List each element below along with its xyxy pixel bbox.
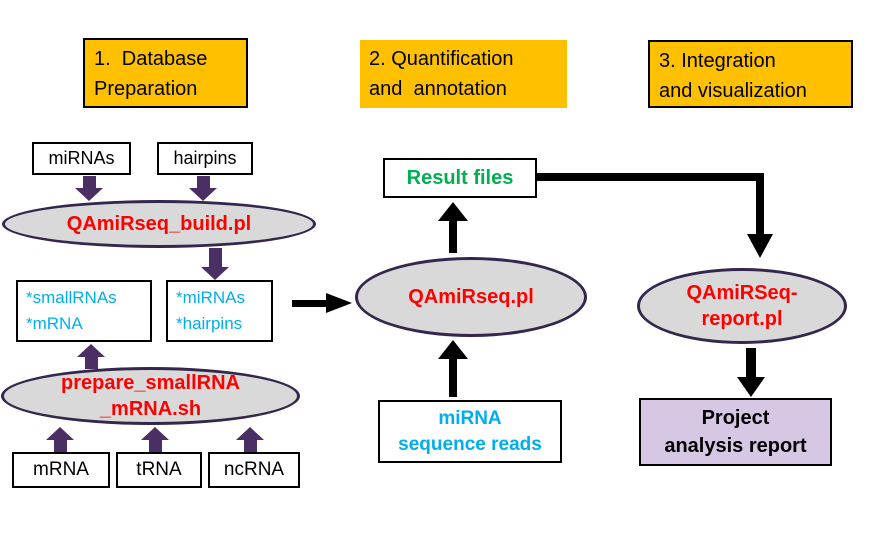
arrow-trna-to-prepare [141, 427, 169, 453]
arrow-shaft [196, 176, 210, 188]
arrow-ncrna-to-prepare [236, 427, 264, 453]
arrow-head [438, 202, 468, 221]
arrow-shaft [292, 299, 326, 307]
smallrna-mrna-output-box: *smallRNAs *mRNA [16, 280, 152, 342]
arrow-head [326, 293, 352, 313]
arrow-head [75, 188, 103, 201]
step3-header: 3. Integration and visualization [648, 40, 853, 108]
arrow-head [438, 340, 468, 359]
arrow-shaft [208, 248, 222, 267]
arrow-qamirseq-to-results [438, 202, 468, 253]
mirna-reads-input-box: miRNA sequence reads [378, 400, 562, 463]
arrow-mrna-to-prepare [46, 427, 74, 453]
step1-header: 1. Database Preparation [83, 38, 248, 108]
connector-results-to-report-vertical [756, 173, 764, 235]
arrow-head [737, 377, 765, 397]
arrow-shaft [746, 348, 756, 377]
report-script-node: QAmiRSeq- report.pl [637, 268, 847, 344]
arrow-head [189, 188, 217, 201]
arrow-head [201, 267, 229, 280]
arrow-head [141, 427, 169, 440]
arrow-shaft [148, 440, 162, 453]
mirna-hairpin-output-box: *miRNAs *hairpins [166, 280, 273, 342]
arrow-report-to-project [737, 348, 765, 397]
trna-input-box: tRNA [116, 452, 202, 488]
arrow-reads-to-qamirseq [438, 340, 468, 397]
build-script-node: QAmiRseq_build.pl [2, 200, 316, 248]
arrow-mirnas-to-build [75, 176, 103, 201]
connector-results-to-report-head [747, 234, 773, 258]
main-script-node: QAmiRseq.pl [355, 257, 587, 337]
arrow-shaft [449, 221, 457, 253]
mirnas-input-box: miRNAs [32, 142, 131, 175]
arrow-head [236, 427, 264, 440]
arrow-shaft [449, 359, 457, 397]
mrna-input-box: mRNA [12, 452, 110, 488]
arrow-head [77, 344, 105, 357]
arrow-shaft [243, 440, 257, 453]
arrow-shaft [82, 176, 96, 188]
connector-results-to-report-horizontal [537, 173, 764, 181]
arrow-prepare-to-smallrna [77, 344, 105, 369]
arrow-database-to-qamirseq [292, 293, 352, 313]
arrow-build-to-outputs [201, 248, 229, 280]
ncrna-input-box: ncRNA [208, 452, 300, 488]
arrow-shaft [53, 440, 67, 453]
hairpins-input-box: hairpins [157, 142, 253, 175]
arrow-shaft [84, 357, 98, 369]
project-report-box: Project analysis report [639, 398, 832, 466]
arrow-head [46, 427, 74, 440]
arrow-hairpins-to-build [189, 176, 217, 201]
prepare-script-node: prepare_smallRNA _mRNA.sh [1, 367, 300, 425]
result-files-box: Result files [383, 158, 537, 198]
step2-header: 2. Quantification and annotation [360, 40, 567, 108]
